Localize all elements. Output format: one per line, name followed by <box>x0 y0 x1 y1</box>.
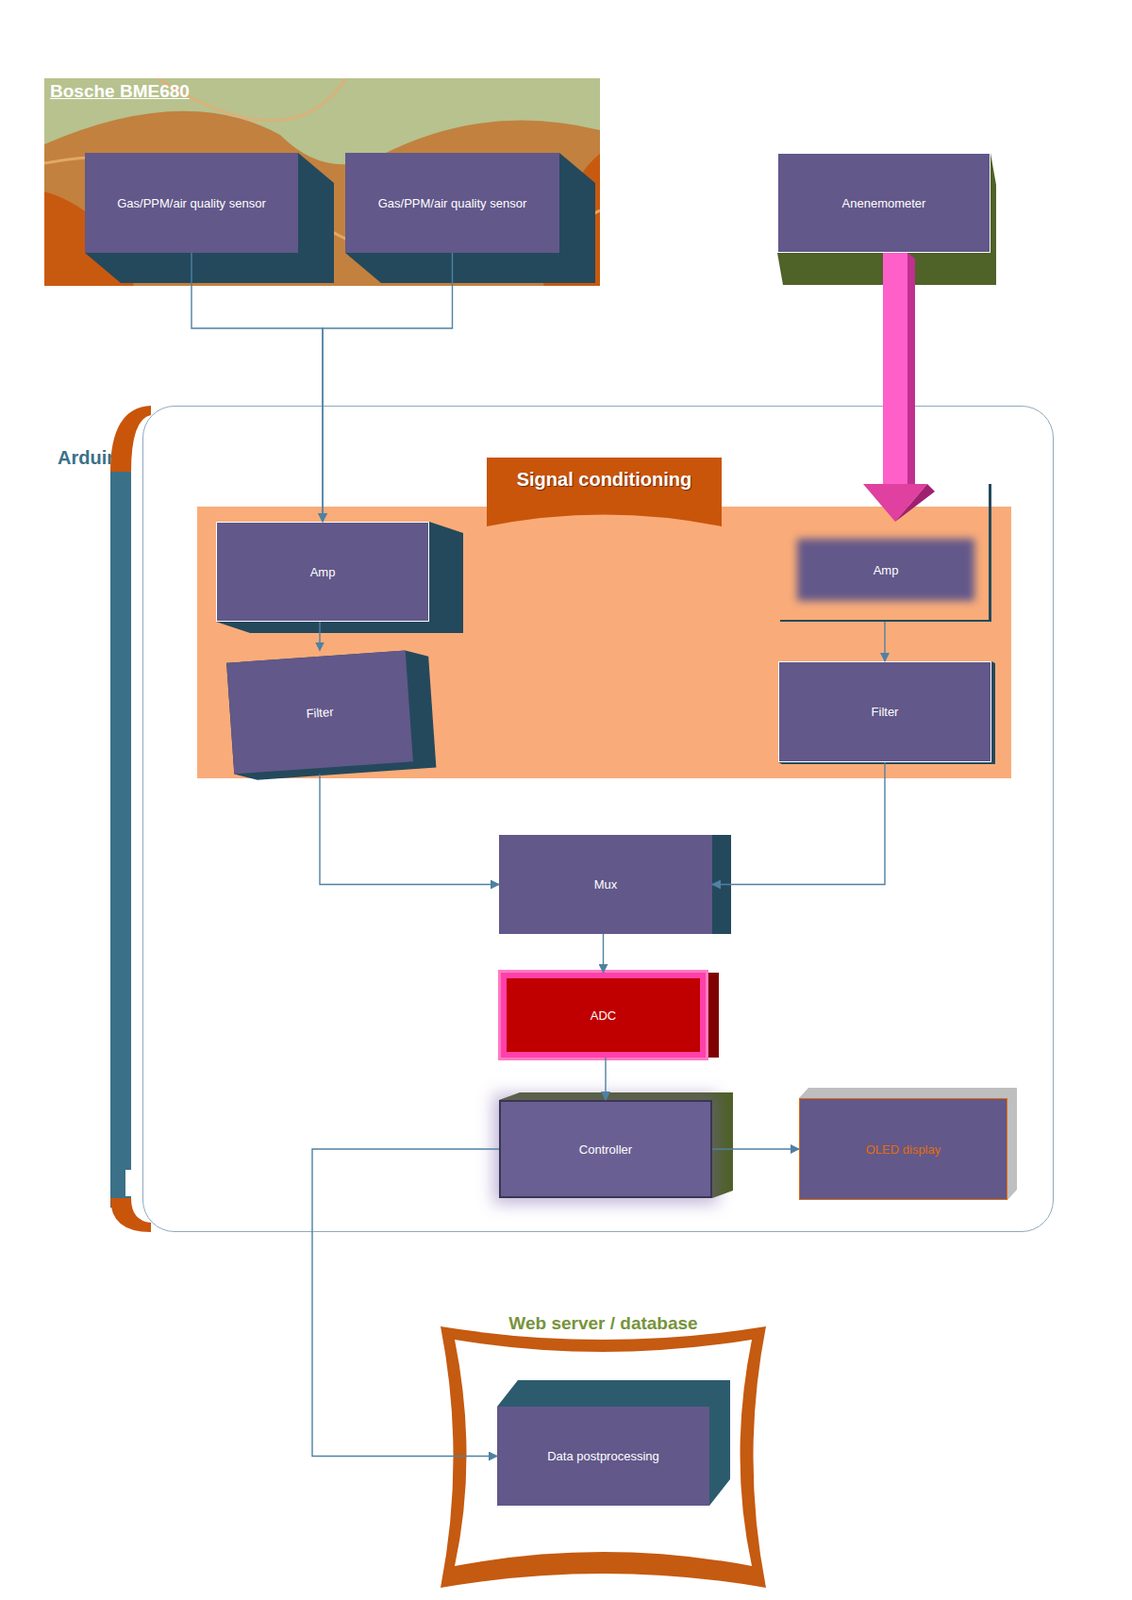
box-side <box>226 649 436 783</box>
box-face: Filter <box>226 650 414 775</box>
box-side <box>216 521 464 633</box>
box-side <box>799 1087 1017 1200</box>
box-face: Gas/PPM/air quality sensor <box>345 152 560 253</box>
connector-line <box>602 933 604 973</box>
bracket-bar <box>110 471 132 1208</box>
box-face: Amp <box>780 521 992 618</box>
thick-arrow <box>863 252 935 522</box>
conditioning-band: Signal conditioningAmpFilterAmpFilter <box>197 506 1012 779</box>
connector-line <box>712 762 885 885</box>
bracket-notch <box>125 1169 135 1197</box>
box-side <box>500 972 719 1058</box>
node-label: Amp <box>856 562 916 579</box>
node-label: Filter <box>854 703 916 720</box>
board-wave <box>44 78 600 165</box>
box-face: Data postprocessing <box>497 1406 710 1506</box>
node-label: ADC <box>573 1007 633 1024</box>
sensor-box: Gas/PPM/air quality sensor <box>84 152 299 253</box>
box-face: Amp <box>216 521 430 622</box>
arduino-frame: ArduinoSignal conditioningAmpFilterAmpFi… <box>142 405 1054 1232</box>
process-box: Amp <box>780 521 992 622</box>
node-label: Bosche BME680 <box>49 81 190 102</box>
connector-line <box>319 773 500 884</box>
box-side <box>84 152 334 283</box>
box-face: Gas/PPM/air quality sensor <box>84 152 299 253</box>
node-label: Signal conditioning <box>486 468 722 491</box>
node-label: Amp <box>293 564 353 581</box>
node-label: Web server / database <box>440 1313 766 1334</box>
box-face: OLED display <box>799 1098 1008 1200</box>
server-frame: Web server / databaseData postprocessing <box>440 1318 766 1588</box>
bracket-corner <box>110 1198 151 1232</box>
process-box: ADC <box>500 972 706 1058</box>
process-box: Data postprocessing <box>497 1406 710 1506</box>
process-box: Filter <box>226 650 414 775</box>
process-box: Mux <box>499 834 713 934</box>
box-side <box>499 834 732 934</box>
box-face: Filter <box>778 661 992 763</box>
tab-shape <box>486 457 722 527</box>
sensor-board: Bosche BME680Gas/PPM/air quality sensor G… <box>44 78 600 286</box>
process-box: Controller <box>499 1099 713 1199</box>
node-label: Gas/PPM/air quality sensor <box>99 195 283 212</box>
node-label: Gas/PPM/air quality sensor <box>361 195 545 212</box>
node-label: Filter <box>288 701 351 722</box>
process-box: Amp <box>216 521 430 622</box>
sensor-box: Gas/PPM/air quality sensor <box>345 152 560 253</box>
connector-line <box>322 252 453 522</box>
node-label: Data postprocessing <box>530 1448 677 1465</box>
box-face: Anenemometer <box>777 152 991 253</box>
box-edge <box>988 483 992 622</box>
box-side <box>345 152 596 283</box>
node-label: Mux <box>577 876 635 893</box>
server-inner <box>454 1339 752 1566</box>
box-side <box>777 152 997 285</box>
node-label: Controller <box>562 1141 650 1158</box>
box-side <box>497 1380 731 1506</box>
box-face: Mux <box>499 834 713 934</box>
process-box: Filter <box>778 661 992 763</box>
node-label: Arduino <box>57 447 131 469</box>
board-bg <box>44 78 600 286</box>
display-box: OLED display <box>799 1098 1008 1200</box>
sensor-box: Anenemometer <box>777 152 991 253</box>
box-side <box>499 1092 733 1199</box>
node-label: OLED display <box>849 1141 958 1158</box>
tab-fill <box>486 457 722 527</box>
box-face: ADC <box>500 972 706 1058</box>
box-side <box>778 661 996 765</box>
connector-line <box>191 252 323 522</box>
arrow-side <box>907 252 916 484</box>
node-label: Anenemometer <box>825 195 944 212</box>
arrow-shaft <box>882 252 908 484</box>
server-outline <box>440 1326 766 1588</box>
title-tab: Signal conditioning <box>486 457 722 527</box>
box-face: Controller <box>499 1099 713 1199</box>
box-edge <box>780 619 992 622</box>
